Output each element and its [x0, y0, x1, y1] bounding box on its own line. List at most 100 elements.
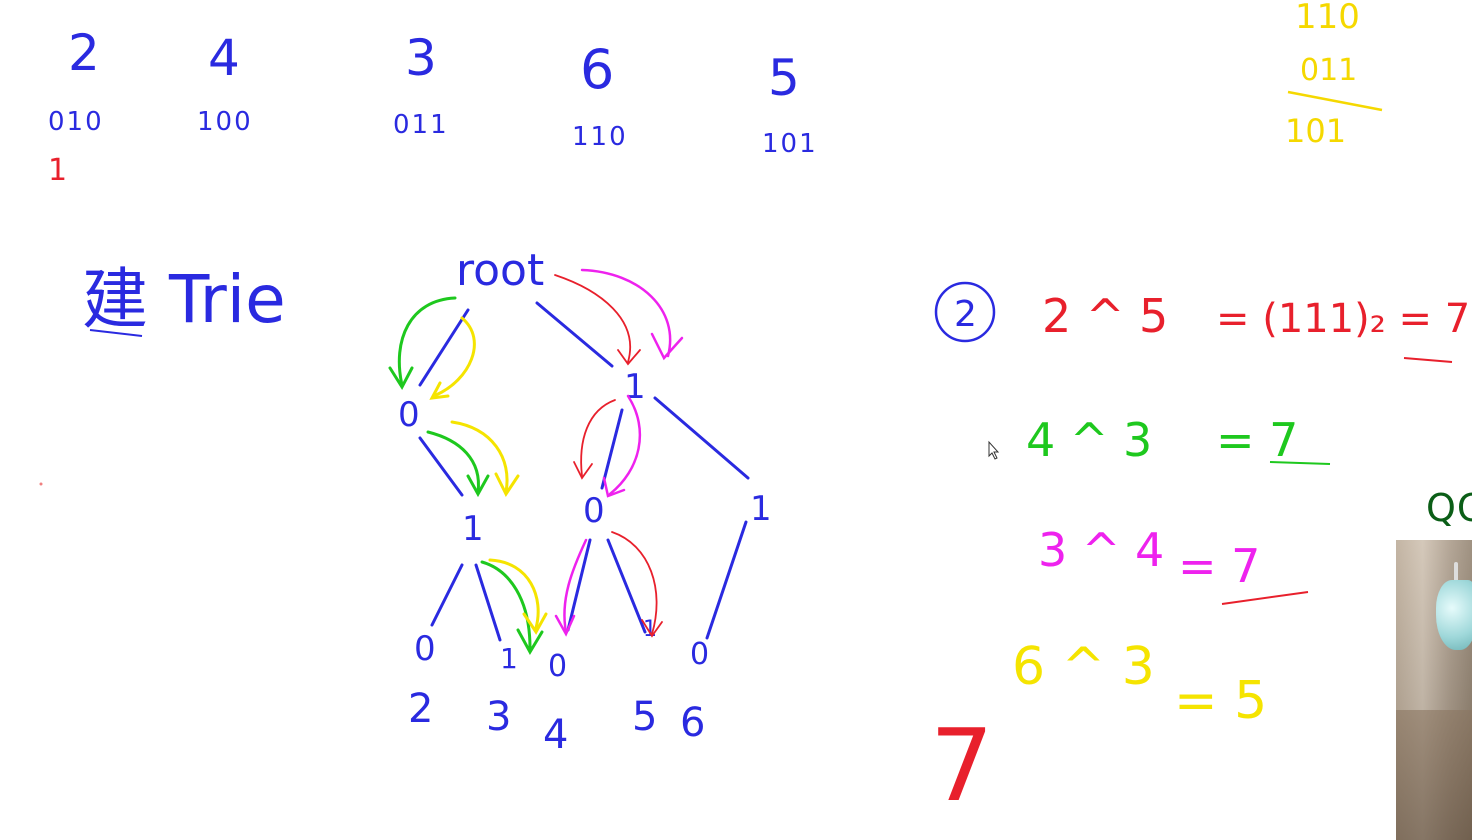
binary-2: 010: [48, 107, 104, 137]
equation-1-rhs: = (111)₂ = 7: [1216, 296, 1470, 342]
yellow-arrowhead-3: [522, 612, 548, 635]
equation-2-rhs: = 7: [1216, 413, 1298, 467]
equation-1-lhs: 2 ^ 5: [1042, 289, 1168, 343]
step1-underline: [89, 329, 143, 337]
node-level1-left: 0: [398, 395, 420, 435]
magenta-arrow-2: [608, 394, 642, 496]
edge-root-0: [418, 308, 470, 387]
edge-1-1: [653, 396, 750, 480]
corner-calculation: 110 011 101: [1285, 0, 1383, 150]
brand-logo-text: QC: [1426, 486, 1472, 530]
step1-label: 建 Trie: [82, 261, 286, 338]
webcam-door: [1396, 710, 1472, 840]
red-arrowhead-3: [641, 619, 663, 638]
mouse-cursor-icon: [988, 440, 1000, 460]
yellow-arrow-1: [434, 316, 476, 397]
edge-10-0: [566, 538, 592, 632]
leaf-6: 6: [680, 700, 705, 746]
yellow-arrowhead-1: [429, 381, 450, 400]
yellow-arrowhead-2: [494, 472, 520, 497]
red-arrow-2: [580, 399, 616, 477]
magenta-arrow-3: [563, 538, 588, 634]
yellow-arrow-3: [488, 558, 540, 630]
traversal-yellow: [429, 316, 548, 635]
node-level3-c: 0: [548, 649, 567, 684]
magenta-arrowhead-1: [650, 332, 684, 361]
equation-2-lhs: 4 ^ 3: [1026, 413, 1152, 467]
green-arrow-1: [397, 296, 457, 387]
trie-root: root: [456, 245, 544, 296]
binary-6: 110: [572, 122, 628, 152]
number-2: 2: [68, 24, 100, 82]
webcam-overlay: [1396, 540, 1472, 840]
node-level3-d: 1: [643, 617, 657, 642]
equation-4-rhs: = 5: [1174, 671, 1267, 731]
trie-leaves: 2 3 4 5 6: [408, 686, 705, 758]
leaf-2: 2: [408, 686, 433, 732]
final-result: 7: [930, 707, 994, 824]
node-level1-right: 1: [624, 367, 646, 407]
equation-4-lhs: 6 ^ 3: [1012, 637, 1155, 697]
corner-line-2: 011: [1300, 53, 1357, 88]
leaf-5: 5: [632, 694, 657, 740]
green-arrowhead-1: [388, 366, 414, 390]
binary-4: 100: [197, 107, 253, 137]
node-level2-c: 1: [750, 489, 772, 529]
green-arrowhead-3: [516, 628, 544, 656]
trie-edges: [418, 301, 750, 642]
magenta-arrow-1: [580, 268, 672, 358]
step2-circle: [934, 281, 996, 343]
corner-line-3: 101: [1285, 112, 1346, 150]
magenta-arrowhead-2: [602, 476, 626, 498]
trie-nodes: 0 1 1 0 1 0 1 0 1 0: [398, 367, 772, 684]
corner-line-1: 110: [1295, 0, 1360, 37]
number-4: 4: [208, 29, 240, 87]
binary-5: 101: [762, 129, 818, 159]
equation-3-underline: [1221, 591, 1309, 605]
number-3: 3: [405, 29, 437, 87]
traversal-magenta: [554, 268, 684, 637]
node-level3-e: 0: [690, 637, 709, 672]
step2-section: 2 2 ^ 5 = (111)₂ = 7 4 ^ 3 = 7 3 ^ 4 = 7…: [930, 281, 1470, 824]
edge-01-0: [430, 563, 464, 627]
binary-3: 011: [393, 110, 449, 140]
equation-3-rhs: = 7: [1178, 539, 1260, 593]
yellow-arrow-2: [450, 420, 509, 494]
node-level3-a: 0: [414, 629, 436, 669]
red-arrowhead-1: [617, 349, 641, 366]
webcam-hook: [1454, 562, 1458, 584]
green-arrow-2: [426, 430, 480, 494]
number-5: 5: [768, 49, 800, 107]
edge-1-0: [600, 408, 624, 490]
traversal-red: [554, 274, 663, 638]
magenta-arrowhead-3: [554, 614, 576, 637]
node-level2-a: 1: [462, 509, 484, 549]
green-arrowhead-2: [466, 474, 490, 498]
equation-3-lhs: 3 ^ 4: [1038, 523, 1164, 577]
leaf-3: 3: [486, 694, 511, 740]
edge-0-1: [418, 436, 464, 497]
leaf-4: 4: [543, 712, 568, 758]
edge-11-0: [705, 520, 748, 640]
small-red-mark: 1: [48, 153, 67, 188]
trie-diagram: root 0 1 1 0 1 0 1 0 1 0 2 3: [388, 245, 772, 758]
number-6: 6: [580, 38, 614, 101]
webcam-hanging-towel: [1436, 580, 1472, 650]
red-dot: [39, 482, 43, 486]
edge-01-1: [474, 563, 502, 642]
red-arrow-1: [554, 274, 631, 363]
red-arrowhead-2: [573, 461, 593, 480]
numbers-row: 2 010 4 100 3 011 6 110 5 101: [48, 24, 818, 159]
step2-number: 2: [954, 294, 977, 335]
equation-1-underline: [1403, 357, 1453, 363]
green-arrow-3: [480, 560, 532, 650]
step1-heading: 建 Trie: [82, 261, 286, 338]
edge-10-1: [606, 538, 647, 634]
corner-divider: [1287, 90, 1383, 112]
traversal-green: [388, 296, 544, 656]
equation-2-underline: [1269, 461, 1331, 465]
red-arrow-3: [611, 531, 658, 635]
edge-root-1: [535, 301, 614, 368]
node-level3-b: 1: [500, 642, 518, 675]
